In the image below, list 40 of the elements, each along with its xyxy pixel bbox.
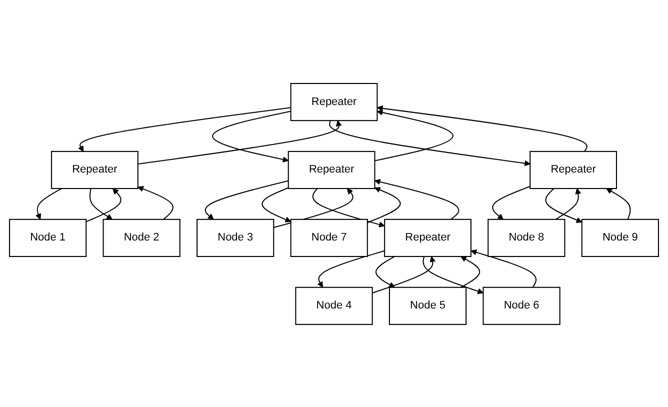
node-box: [290, 218, 368, 257]
arrow: [138, 186, 174, 220]
arrow: [606, 188, 631, 220]
arrow: [78, 106, 291, 152]
node-box: [295, 286, 373, 324]
arrow: [555, 188, 582, 220]
node-box: [290, 82, 378, 121]
arrow: [460, 256, 480, 288]
node-box: [51, 150, 138, 189]
arrow: [492, 185, 530, 220]
arrow: [86, 188, 122, 222]
arrow: [367, 186, 401, 223]
arrow: [374, 178, 460, 220]
arrow: [376, 104, 588, 152]
node-box: [196, 218, 274, 257]
node-box: [482, 286, 560, 324]
arrow: [329, 120, 530, 166]
node-box: [384, 218, 472, 257]
node-box: [488, 218, 566, 257]
arrow: [35, 188, 62, 220]
arrow: [262, 186, 292, 222]
arrow: [212, 110, 291, 162]
node-box: [530, 150, 617, 189]
network-diagram: Repeater Repeater Repeater Repeater Node 1 Node 2 Node 3 Node 7 Repeater Node 8 Node 9 Node 4 Node 5 Node 6: [4, 78, 664, 330]
node-box: [102, 218, 180, 257]
node-box: [288, 150, 376, 189]
arrow: [138, 120, 342, 164]
node-box: [388, 286, 467, 324]
node-box: [581, 218, 659, 257]
arrow: [204, 180, 288, 220]
arrow: [317, 250, 385, 288]
arrow: [372, 256, 436, 293]
arrow: [89, 188, 113, 220]
arrow: [374, 109, 454, 161]
node-box: [9, 218, 87, 257]
arrow: [470, 248, 537, 288]
arrow: [422, 256, 484, 294]
arrow: [312, 188, 385, 227]
arrow: [545, 188, 582, 222]
arrow: [375, 256, 395, 288]
